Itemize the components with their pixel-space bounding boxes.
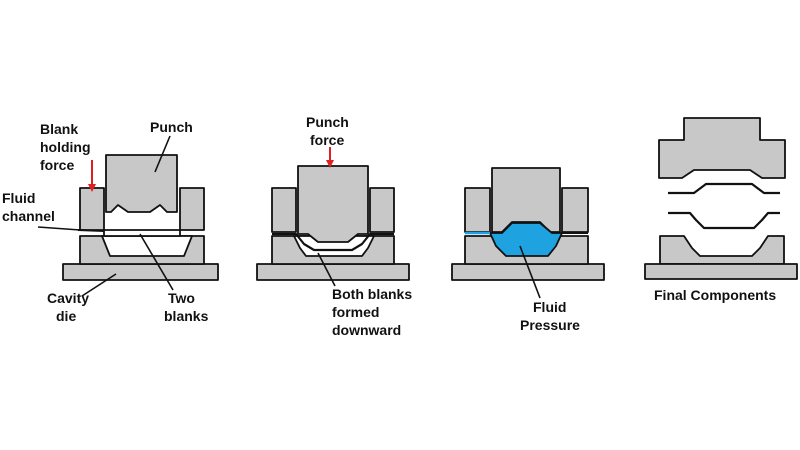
stage1-two-blanks: [103, 229, 181, 237]
stage4-lower-die: [659, 235, 785, 265]
stage2-blank-holder-right: [369, 187, 395, 233]
stage3-blank-holder-right: [561, 187, 589, 233]
stage2-base-plate: [256, 263, 410, 281]
cavity-die-leader: [81, 273, 117, 297]
stage4-upper-tooling: [658, 117, 786, 179]
stage4-lower-component: [668, 211, 780, 230]
stage3-punch: [491, 167, 561, 233]
stage-2-forming-downward: Punch force Both blanks formed downward: [256, 114, 416, 338]
stage1-blank-holder-right: [179, 187, 205, 231]
stage3-blank-holder-left: [464, 187, 491, 233]
cavity-die-label: Cavity die: [47, 290, 93, 324]
blank-holding-force-label: Blank holding force: [40, 121, 94, 173]
stage2-blank-holder-left: [271, 187, 297, 233]
stage4-base-plate: [644, 263, 798, 280]
both-blanks-leader: [317, 252, 336, 287]
punch-leader: [154, 135, 171, 173]
fluid-pressure-leader: [519, 245, 541, 299]
two-blanks-label: Two blanks: [164, 290, 209, 324]
final-components-label: Final Components: [654, 287, 776, 303]
stage1-fluid-channel-line: [77, 229, 105, 232]
stage2-punch: [297, 165, 369, 243]
fluid-channel-label: Fluid channel: [2, 190, 55, 224]
both-blanks-label: Both blanks formed downward: [332, 286, 416, 338]
stage-4-final-components: Final Components: [644, 117, 798, 303]
stage1-base-plate: [62, 263, 219, 281]
stage1-punch: [105, 154, 178, 213]
stage-3-fluid-pressure: Fluid Pressure: [451, 167, 605, 333]
two-blanks-leader: [139, 233, 174, 291]
fluid-pressure-label: Fluid Pressure: [520, 299, 580, 333]
stage4-upper-component: [668, 182, 780, 195]
stage1-blank-holder-left: [79, 187, 105, 231]
stage-1-setup: Blank holding force Punch Fluid channel …: [2, 119, 219, 324]
fluid-channel-leader: [37, 226, 81, 231]
punch-force-label: Punch force: [306, 114, 353, 148]
stage2-formed-blanks: [272, 232, 394, 252]
punch-label: Punch: [150, 119, 193, 135]
